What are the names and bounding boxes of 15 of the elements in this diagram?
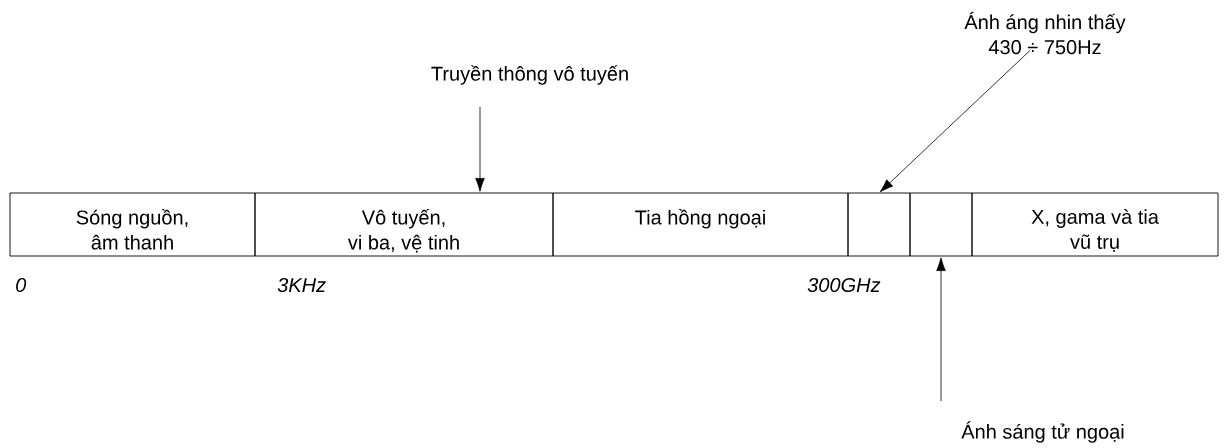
scale-label: 300GHz [807, 277, 881, 293]
band-cell: X, gama và tia vũ trụ [971, 192, 1219, 257]
band-cell [847, 192, 911, 257]
scale-label: 3KHz [277, 277, 326, 293]
callout-text: Ánh sáng tử ngoại [961, 421, 1124, 443]
band-cell: Vô tuyến, vi ba, vệ tinh [254, 192, 554, 257]
callout-text: Truyền thông vô tuyến [431, 65, 628, 85]
band-cell: Sóng nguồn, âm thanh [9, 192, 256, 257]
band-cell: Tia hồng ngoại [552, 192, 849, 257]
arrow [475, 106, 485, 192]
band-cell [909, 192, 973, 257]
arrow [879, 50, 1031, 193]
callout-text: Ánh áng nhin thấy 430 ÷ 750Hz [964, 11, 1126, 55]
scale-label: 0 [16, 277, 27, 293]
arrow [936, 257, 946, 402]
